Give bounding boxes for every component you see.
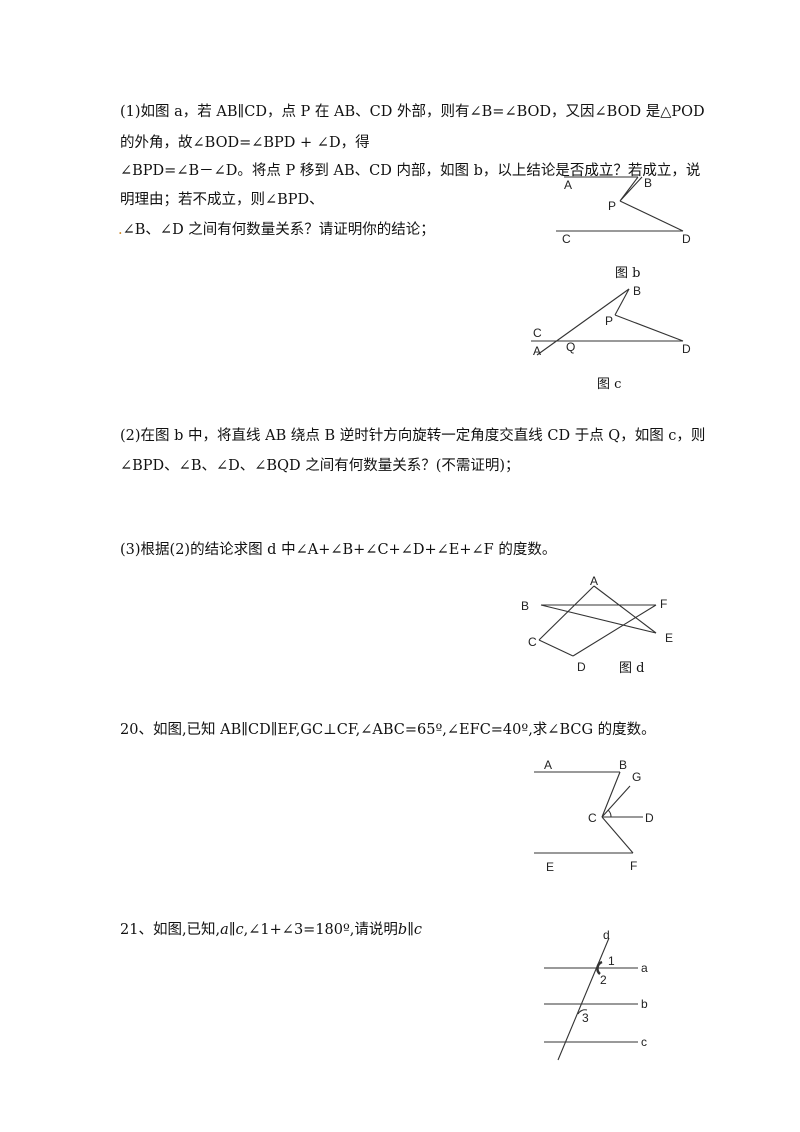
figure-q20: A B G C D E F: [534, 758, 654, 874]
fig-c-label-d: D: [682, 342, 691, 356]
fig-c-label-b: B: [633, 284, 641, 298]
q21-label-d: d: [603, 928, 610, 942]
q19-part1-line1: (1)如图 a，若 AB∥CD，点 P 在 AB、CD 外部，则有∠B=∠BOD…: [120, 104, 705, 120]
fig-c-label-a: A: [533, 344, 541, 358]
q19-part1-line2: 的外角，故∠BOD=∠BPD + ∠D，得: [120, 135, 370, 151]
q19-part1-line5: .∠B、∠D 之间有何数量关系？请证明你的结论；: [118, 221, 435, 239]
q21-angle-2-mark: [596, 960, 603, 975]
figure-d: A B F E C D: [521, 574, 673, 674]
q20-text: 20、如图,已知 AB∥CD∥EF,GC⊥CF,∠ABC=65º,∠EFC=40…: [120, 722, 656, 738]
q21-label-b: b: [641, 997, 648, 1011]
fig-d-line-be: [540, 604, 657, 634]
fig-d-label-d: D: [577, 660, 586, 674]
q19-part1-line4: 明理由；若不成立，则∠BPD、: [120, 192, 324, 208]
q19-part3-line1: (3)根据(2)的结论求图 d 中∠A+∠B+∠C+∠D+∠E+∠F 的度数。: [120, 542, 557, 558]
q21-var-c2: c: [413, 922, 423, 938]
q21-parallel-1: ∥: [228, 922, 236, 938]
fig-b-segment-bp: [619, 176, 643, 202]
q21-text: 21、如图,已知,a∥c,∠1+∠3=180º,请说明b∥c: [120, 921, 422, 939]
fig-b-segment-pd: [619, 200, 684, 232]
q20-segment-cg: [601, 785, 631, 818]
q21-text-mid: ,∠1+∠3=180º,请说明: [243, 922, 398, 938]
q19-part1-line5-text: ∠B、∠D 之间有何数量关系？请证明你的结论；: [122, 222, 435, 238]
mark-dot: .: [118, 222, 123, 238]
q20-label-e: E: [546, 860, 554, 874]
q21-var-b: b: [397, 922, 408, 938]
fig-d-label-c: C: [528, 635, 537, 649]
fig-b-label-b: B: [644, 176, 652, 190]
q21-label-1: 1: [608, 954, 615, 968]
q20-label-c: C: [588, 811, 597, 825]
q19-part2-line1: (2)在图 b 中，将直线 AB 绕点 B 逆时针方向旋转一定角度交直线 CD …: [120, 428, 706, 444]
fig-d-line-df: [572, 604, 657, 657]
fig-d-label-e: E: [665, 631, 673, 645]
fig-b-label-c: C: [562, 232, 571, 246]
figure-c: B P C Q D A: [531, 284, 691, 358]
q20-label-d: D: [645, 811, 654, 825]
fig-d-label-f: F: [660, 597, 667, 611]
fig-d-line-cd: [538, 639, 574, 657]
fig-d-line-ac: [538, 585, 595, 641]
q20-segment-bc: [601, 771, 621, 818]
q21-angle-3-mark: [577, 1009, 588, 1015]
q20-label-a: A: [544, 758, 552, 772]
fig-c-segment-bp: [614, 288, 630, 316]
q21-label-a: a: [641, 961, 648, 975]
fig-d-label-a: A: [590, 574, 598, 588]
fig-c-line-ab: [536, 288, 630, 356]
fig-d-caption: 图 d: [619, 661, 645, 676]
figure-q21: d 1 a 2 b 3 c: [544, 928, 648, 1061]
fig-b-label-p: P: [608, 199, 616, 213]
fig-b-caption: 图 b: [615, 266, 641, 281]
fig-c-label-c: C: [533, 326, 542, 340]
fig-b-label-a: A: [564, 178, 572, 192]
q19-part2-line2: ∠BPD、∠B、∠D、∠BQD 之间有何数量关系？(不需证明)；: [120, 458, 520, 474]
fig-b-label-d: D: [682, 232, 691, 246]
q21-text-prefix: 21、如图,已知,: [120, 922, 221, 938]
q19-part1-line3: ∠BPD=∠B－∠D。将点 P 移到 AB、CD 内部，如图 b，以上结论是否成…: [120, 163, 701, 179]
q21-label-c: c: [641, 1035, 647, 1049]
fig-d-label-b: B: [521, 599, 529, 613]
q21-var-c: c: [235, 922, 244, 938]
q21-line-d: [557, 937, 610, 1061]
fig-c-segment-pd: [614, 314, 684, 342]
q20-label-g: G: [632, 770, 641, 784]
q20-label-f: F: [630, 859, 637, 873]
q20-angle-mark: [607, 809, 612, 818]
q21-label-3: 3: [582, 1011, 589, 1025]
q21-parallel-2: ∥: [407, 922, 414, 938]
figure-b: A B P C D: [556, 176, 691, 246]
q20-segment-cf: [601, 816, 634, 854]
fig-d-line-ae: [593, 585, 657, 634]
fig-c-caption: 图 c: [597, 377, 622, 392]
q21-label-2: 2: [600, 973, 607, 987]
q21-var-a: a: [220, 922, 229, 938]
q20-label-b: B: [619, 758, 627, 772]
fig-c-label-p: P: [605, 314, 613, 328]
fig-c-label-q: Q: [566, 340, 575, 354]
